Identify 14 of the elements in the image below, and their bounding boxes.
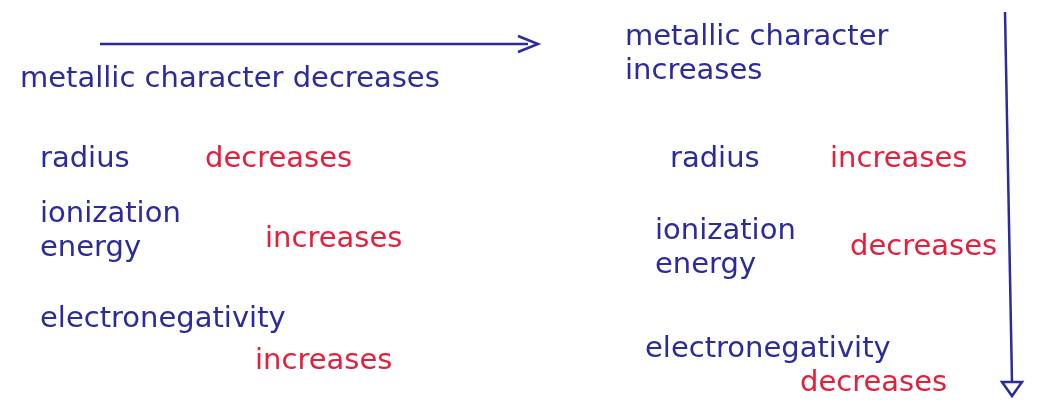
property-text: metallic character increases: [625, 18, 890, 86]
property-text: radius: [670, 140, 760, 174]
property-text: metallic character decreases: [20, 60, 440, 94]
trend-text: decreases: [850, 228, 998, 262]
property-text: electronegativity: [40, 300, 286, 334]
property-text: electronegativity: [645, 330, 891, 364]
property-text: radius: [40, 140, 130, 174]
trend-text: decreases: [205, 140, 353, 174]
property-text: ionization energy: [40, 195, 182, 263]
trend-text: decreases: [800, 364, 948, 398]
trend-text: increases: [830, 140, 968, 174]
trend-text: increases: [255, 342, 393, 376]
trend-text: increases: [265, 220, 403, 254]
property-text: ionization energy: [655, 212, 797, 280]
